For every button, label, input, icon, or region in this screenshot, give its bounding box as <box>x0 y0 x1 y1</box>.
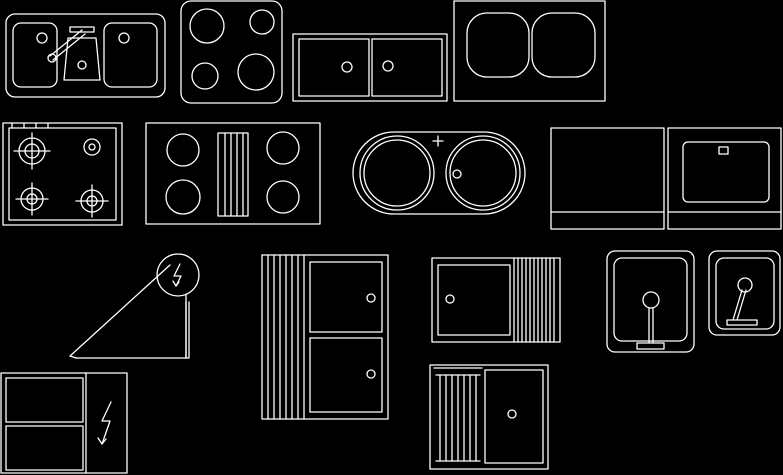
double-bowl-square-sink <box>292 33 448 102</box>
round-double-sink <box>352 131 526 215</box>
electric-panel-double-window <box>0 372 128 474</box>
four-burner-round-hob <box>180 0 283 104</box>
undermount-sink-cabinet-pair <box>550 127 782 230</box>
drainboard-sink-horizontal <box>431 257 561 343</box>
bar-sink-with-faucet <box>606 250 695 353</box>
single-bowl-drainboard-sink <box>429 364 549 470</box>
double-sink-with-drainer <box>5 13 166 98</box>
double-bowl-rounded-sink <box>453 0 606 102</box>
small-square-sink-with-faucet <box>708 250 781 336</box>
gas-cooktop-four-burners <box>2 122 123 226</box>
electric-connection-triangle <box>69 253 200 359</box>
drainboard-double-basin-vertical <box>261 254 389 420</box>
electric-hob-with-griddle <box>145 122 321 225</box>
